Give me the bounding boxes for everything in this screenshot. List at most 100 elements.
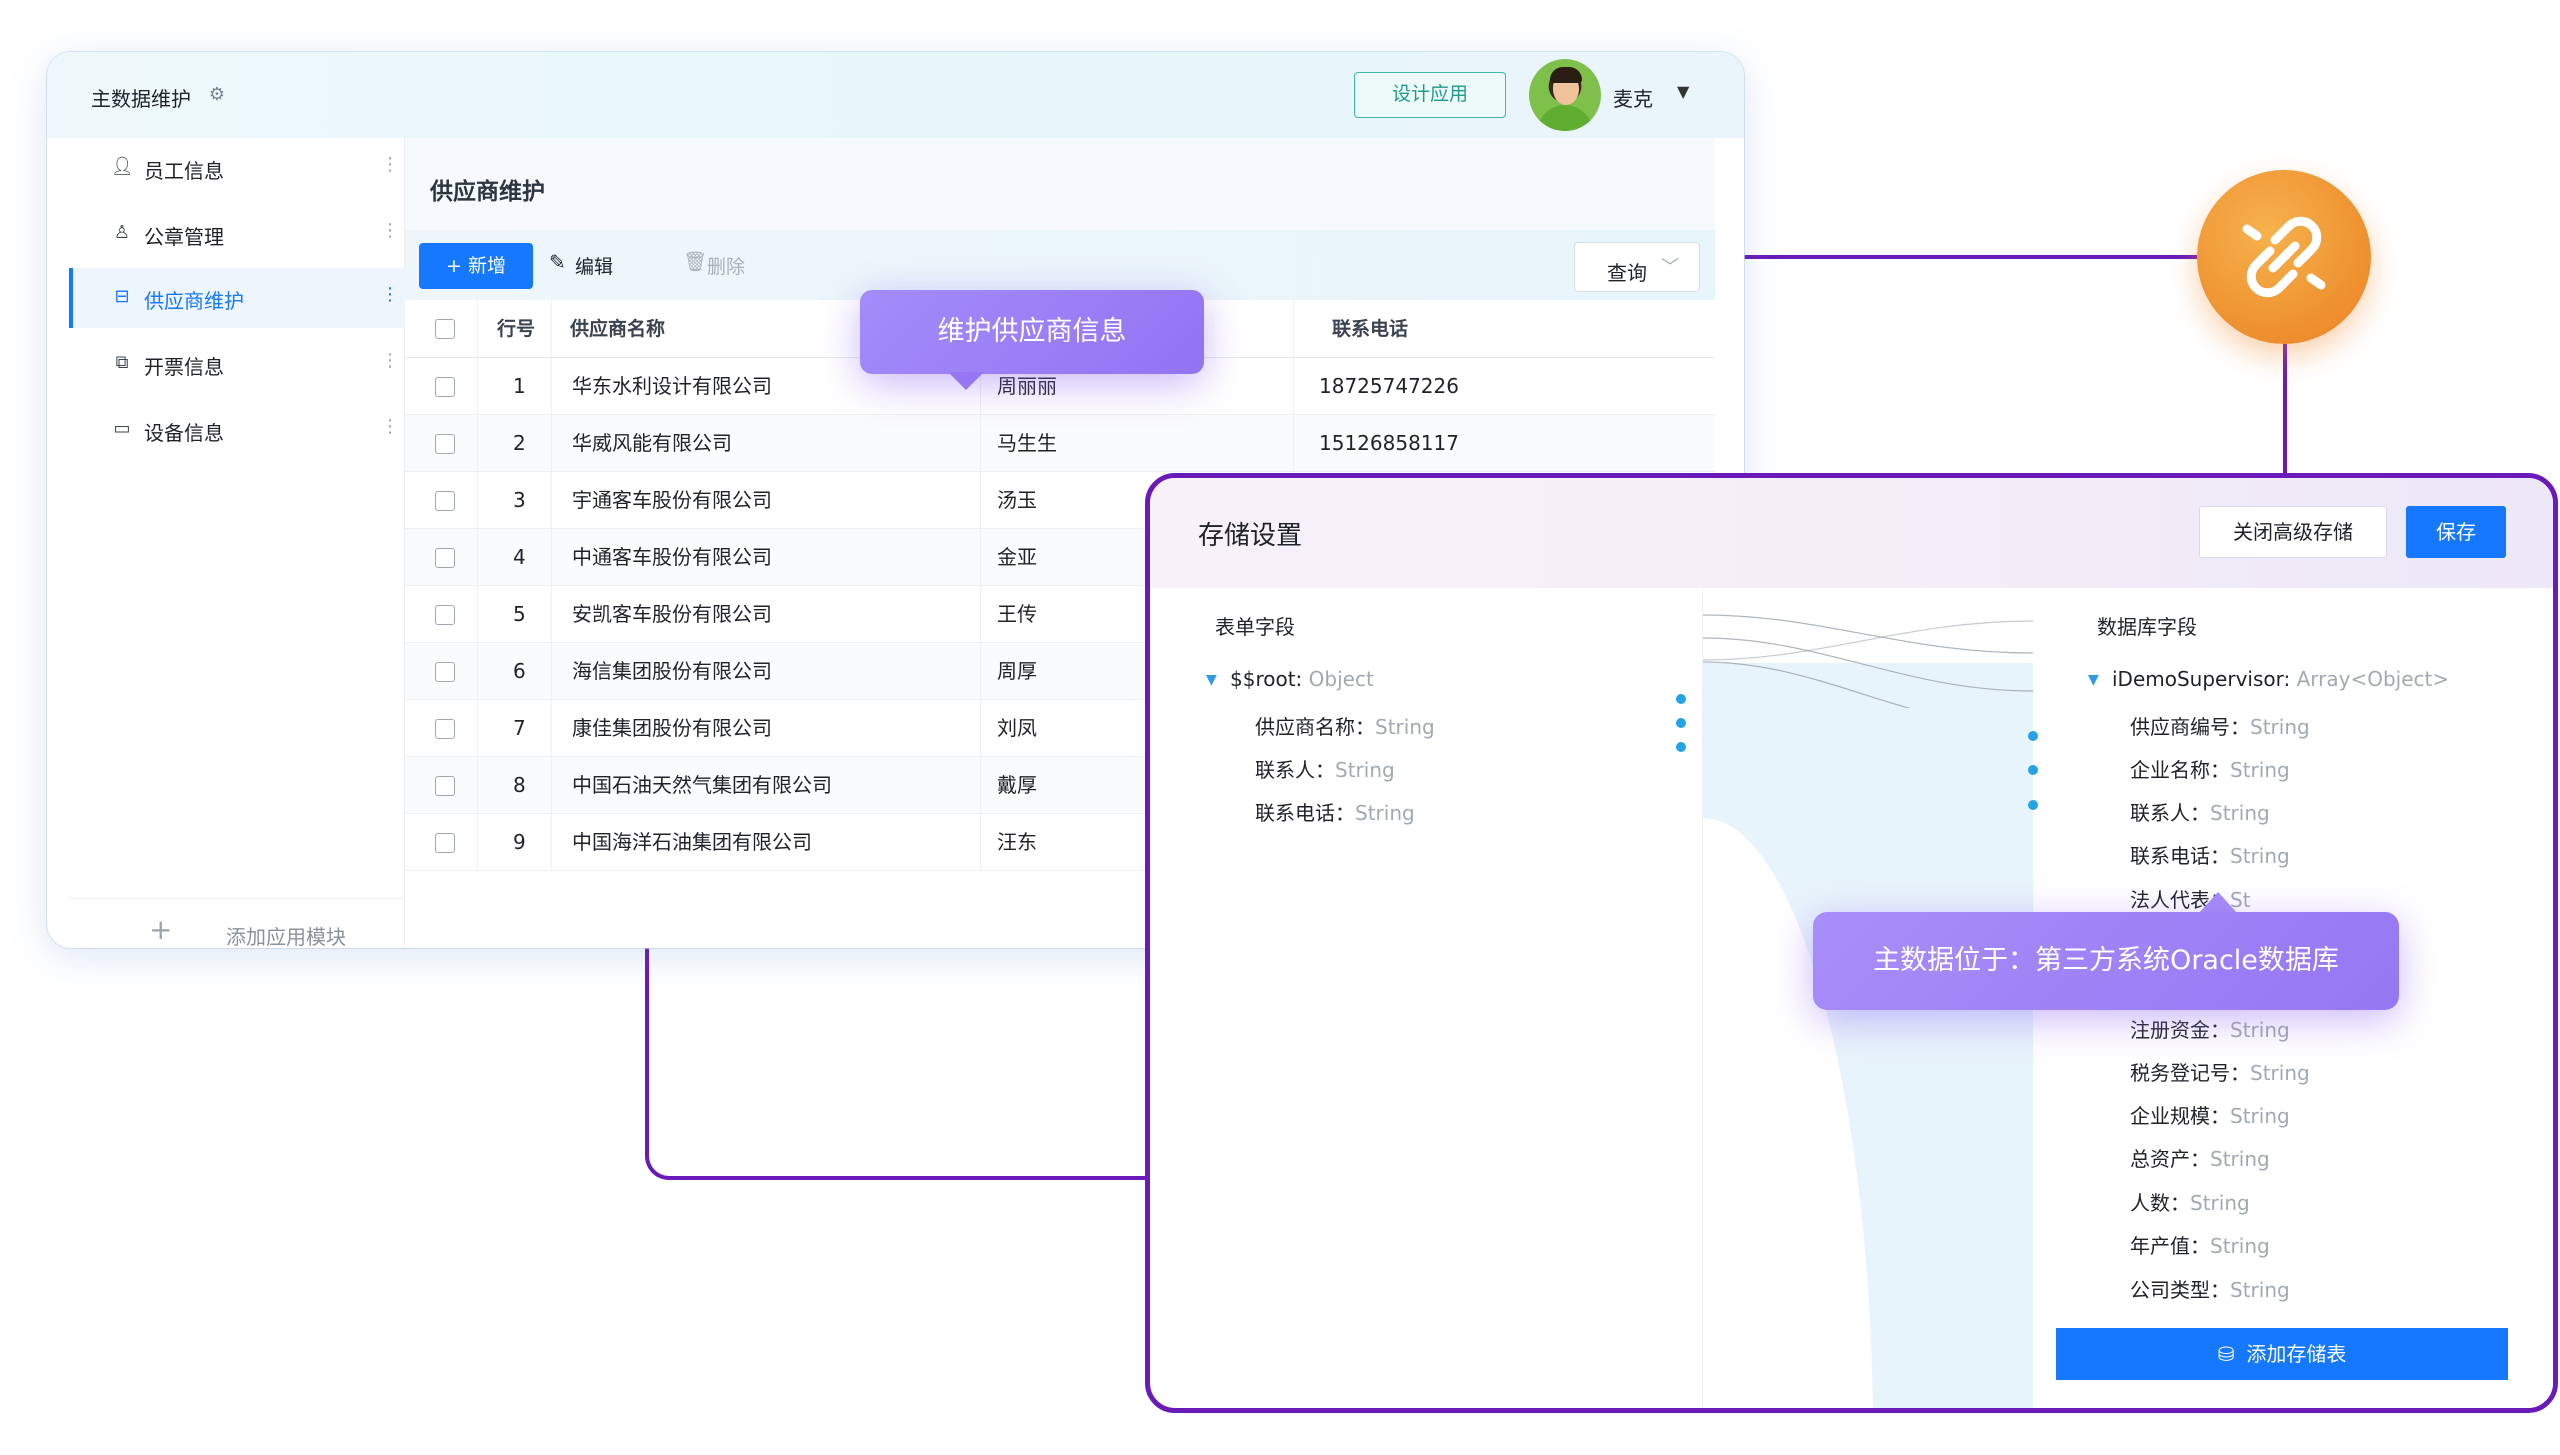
caret-down-icon[interactable]: ▼ xyxy=(1206,672,1217,688)
row-checkbox[interactable] xyxy=(435,434,455,454)
db-root-node[interactable]: iDemoSupervisor: Array<Object> xyxy=(2112,667,2450,691)
delete-button[interactable]: 删除 xyxy=(707,256,746,278)
mapping-lines xyxy=(1703,614,2033,708)
db-field[interactable]: 企业名称：String xyxy=(2130,754,2290,783)
field-type: String xyxy=(2230,758,2290,782)
cell-phone: 18725747226 xyxy=(1319,374,1459,398)
sidebar-item-device[interactable]: ▭ 设备信息 ⋮ xyxy=(69,400,405,460)
pencil-icon[interactable]: ✎ xyxy=(549,250,566,274)
form-field[interactable]: 联系人：String xyxy=(1255,754,1395,783)
field-type: String xyxy=(2250,1061,2310,1085)
link-anchor-dot[interactable] xyxy=(2028,731,2038,741)
add-module-button[interactable]: 添加应用模块 xyxy=(226,925,346,948)
row-checkbox[interactable] xyxy=(435,377,455,397)
form-field[interactable]: 供应商名称：String xyxy=(1255,711,1435,740)
row-checkbox[interactable] xyxy=(435,833,455,853)
db-field[interactable]: 总资产：String xyxy=(2130,1143,2270,1172)
field-name: $$root xyxy=(1230,667,1296,691)
db-fields-title: 数据库字段 xyxy=(2097,615,2197,639)
briefcase-icon: ⊟ xyxy=(114,286,130,307)
field-type: String xyxy=(1375,715,1435,739)
field-type: String xyxy=(2230,1278,2290,1302)
db-field[interactable]: 公司类型：String xyxy=(2130,1274,2290,1303)
user-icon: 👤︎ xyxy=(111,156,134,177)
more-icon[interactable]: ⋮ xyxy=(381,284,399,305)
form-root-node[interactable]: $$root：: Object xyxy=(1230,667,1374,691)
cell-name: 中国海洋石油集团有限公司 xyxy=(572,830,812,854)
db-field[interactable]: 注册资金：String xyxy=(2130,1014,2290,1043)
plus-icon[interactable]: + xyxy=(149,913,173,946)
chevron-down-icon[interactable]: ▼ xyxy=(1677,82,1690,101)
field-type: String xyxy=(2250,715,2310,739)
design-app-button[interactable]: 设计应用 xyxy=(1354,72,1506,118)
edit-button[interactable]: 编辑 xyxy=(575,256,614,278)
sidebar-item-supplier[interactable]: ⊟ 供应商维护 ⋮ xyxy=(69,268,405,328)
link-anchor-dot[interactable] xyxy=(1676,694,1686,704)
db-field[interactable]: 联系电话：String xyxy=(2130,840,2290,869)
user-name[interactable]: 麦克 xyxy=(1613,87,1653,111)
more-icon[interactable]: ⋮ xyxy=(381,154,399,175)
query-button[interactable]: 查询 ﹀ xyxy=(1574,242,1700,292)
field-type: Object xyxy=(1308,667,1374,691)
close-advanced-storage-button[interactable]: 关闭高级存储 xyxy=(2199,506,2387,558)
gear-icon[interactable]: ⚙ xyxy=(208,84,226,105)
row-checkbox[interactable] xyxy=(435,548,455,568)
chevron-down-icon: ﹀ xyxy=(1661,257,1679,278)
panel-header: 存储设置 关闭高级存储 保存 xyxy=(1150,478,2553,588)
more-icon[interactable]: ⋮ xyxy=(381,416,399,437)
cell-no: 4 xyxy=(513,545,526,569)
form-field[interactable]: 联系电话：String xyxy=(1255,797,1415,826)
sidebar-item-employee[interactable]: 👤︎ 员工信息 ⋮ xyxy=(69,138,405,198)
db-field[interactable]: 联系人：String xyxy=(2130,797,2270,826)
avatar[interactable] xyxy=(1529,59,1601,131)
field-sep: ： xyxy=(2230,1061,2250,1085)
row-checkbox[interactable] xyxy=(435,605,455,625)
toolbar: + 新增 ✎ 编辑 🗑︎ 删除 查询 ﹀ xyxy=(405,230,1715,300)
field-name: 联系电话 xyxy=(1255,801,1335,825)
db-field[interactable]: 年产值：String xyxy=(2130,1230,2270,1259)
link-anchor-dot[interactable] xyxy=(2028,800,2038,810)
db-field[interactable]: 人数：String xyxy=(2130,1187,2250,1216)
field-name: 人数 xyxy=(2130,1191,2170,1215)
save-button[interactable]: 保存 xyxy=(2406,506,2506,558)
cell-name: 华威风能有限公司 xyxy=(572,431,732,455)
select-all-checkbox[interactable] xyxy=(435,319,455,339)
row-checkbox[interactable] xyxy=(435,776,455,796)
field-sep: ： xyxy=(2230,715,2250,739)
sidebar-item-label: 开票信息 xyxy=(144,355,224,379)
field-type: String xyxy=(2210,1234,2270,1258)
db-field[interactable]: 企业规模：String xyxy=(2130,1100,2290,1129)
callout-tail xyxy=(948,372,984,390)
add-storage-table-button[interactable]: ⛁添加存储表 xyxy=(2056,1328,2508,1380)
link-anchor-dot[interactable] xyxy=(1676,718,1686,728)
sidebar-item-invoice[interactable]: ⧉ 开票信息 ⋮ xyxy=(69,334,405,394)
caret-down-icon[interactable]: ▼ xyxy=(2088,672,2099,688)
new-button[interactable]: + 新增 xyxy=(419,243,533,289)
more-icon[interactable]: ⋮ xyxy=(381,220,399,241)
field-name: 总资产 xyxy=(2130,1147,2190,1171)
row-checkbox[interactable] xyxy=(435,662,455,682)
db-field[interactable]: 税务登记号：String xyxy=(2130,1057,2310,1086)
row-checkbox[interactable] xyxy=(435,491,455,511)
more-icon[interactable]: ⋮ xyxy=(381,350,399,371)
row-checkbox[interactable] xyxy=(435,719,455,739)
cell-no: 5 xyxy=(513,602,526,626)
field-name: 联系电话 xyxy=(2130,844,2210,868)
link-anchor-dot[interactable] xyxy=(1676,742,1686,752)
sidebar-item-seal[interactable]: ♙ 公章管理 ⋮ xyxy=(69,204,405,264)
col-header-no: 行号 xyxy=(497,318,536,340)
link-anchor-dot[interactable] xyxy=(2028,765,2038,775)
cell-no: 6 xyxy=(513,659,526,683)
callout-tail xyxy=(2198,892,2238,914)
connector-line-vertical xyxy=(2283,344,2287,474)
db-field[interactable]: 供应商编号：String xyxy=(2130,711,2310,740)
cell-no: 7 xyxy=(513,716,526,740)
field-sep: ： xyxy=(2210,844,2230,868)
invoice-icon: ⧉ xyxy=(115,352,129,373)
